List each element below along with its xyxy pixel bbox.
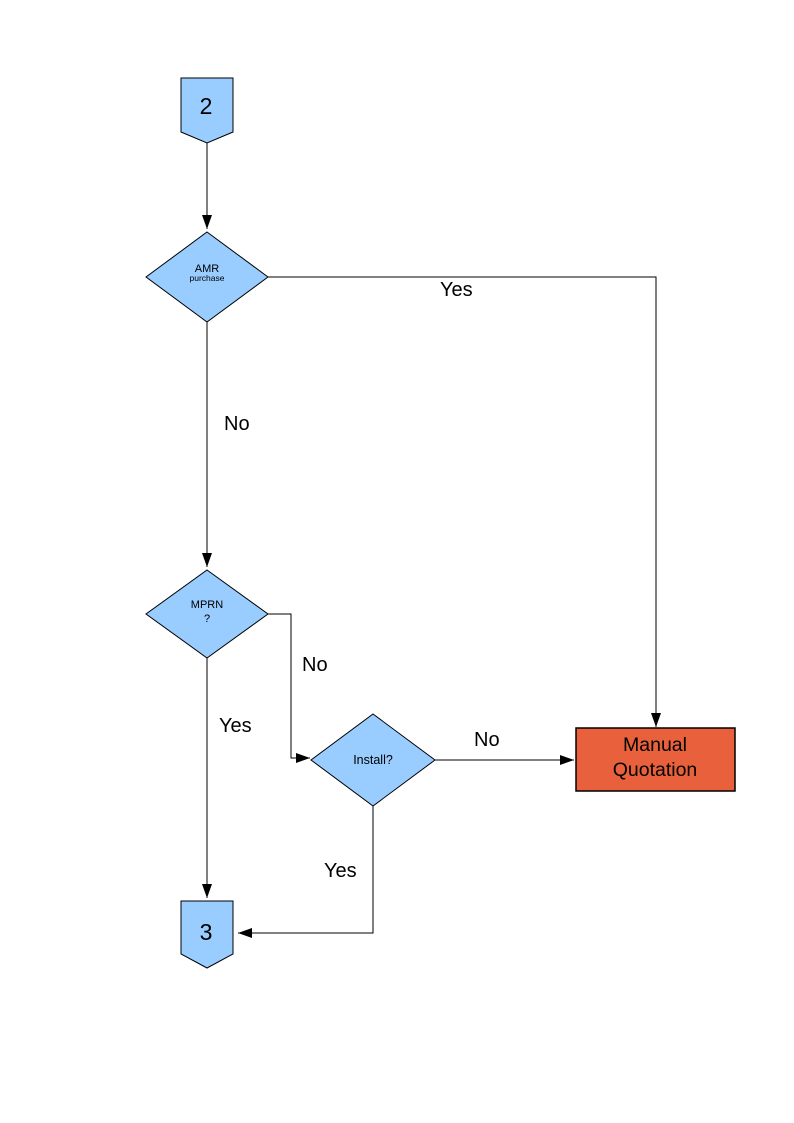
edge-amr-yes-to-manual-quotation: [268, 276, 661, 727]
manual-quotation-label-line1: Manual: [623, 734, 687, 756]
off-page-connector-3-label: 3: [200, 919, 213, 945]
amr-purchase-decision-label-line1: AMR: [195, 263, 220, 275]
edge-labels: Yes No No Yes No Yes: [219, 279, 500, 882]
install-decision-shape: [310, 713, 436, 807]
mprn-decision-shape: [145, 569, 269, 659]
edge-label-amr-yes: Yes: [440, 279, 473, 301]
edges: [202, 143, 661, 938]
amr-purchase-decision-shape: [145, 231, 269, 323]
edge-label-mprn-yes: Yes: [219, 715, 252, 737]
manual-quotation-shape: [575, 727, 736, 792]
manual-quotation-label-line2: Quotation: [613, 759, 698, 781]
off-page-connector-3-shape: [180, 900, 234, 969]
off-page-connector-2-shape: [180, 77, 234, 144]
amr-purchase-decision-label-line2: purchase: [190, 273, 225, 283]
edge-label-mprn-no: No: [302, 654, 328, 676]
edge-mprn-no-to-install: [268, 613, 310, 763]
edge-label-amr-no: No: [224, 413, 250, 435]
edge-label-install-no: No: [474, 729, 500, 751]
edge-label-install-yes: Yes: [324, 860, 357, 882]
nodes: 2 AMR purchase MPRN ? Install? Manual Qu…: [145, 77, 736, 969]
mprn-decision-label-line2: ?: [204, 613, 210, 625]
install-decision-label: Install?: [353, 753, 393, 767]
mprn-decision-label-line1: MPRN: [191, 599, 223, 611]
off-page-connector-2-label: 2: [200, 93, 213, 119]
edge-install-yes-to-connector3: [238, 806, 374, 938]
